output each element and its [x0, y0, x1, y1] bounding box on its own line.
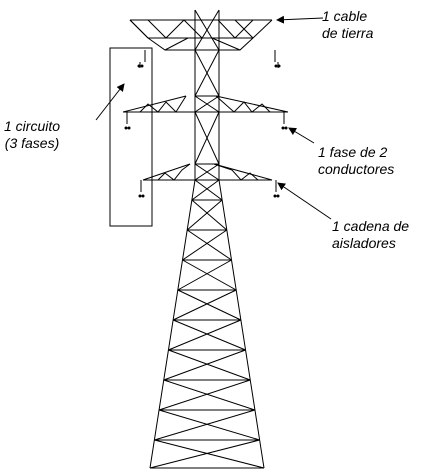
ground-cable-arrow [276, 15, 324, 24]
insulator-arrow [277, 182, 332, 220]
lower-cross-arm [142, 163, 273, 181]
insulator-chains [126, 50, 285, 192]
phase-label: 1 fase de 2 conductores [318, 144, 395, 177]
phase-arrow [288, 127, 315, 144]
circuit-label: 1 circuito (3 fases) [4, 118, 61, 151]
upper-cross-arm [122, 95, 289, 113]
circuit-bracket [109, 47, 153, 227]
ground-cable-label: 1 cable de tierra [322, 8, 374, 41]
conductor-dots [124, 64, 288, 198]
circuit-arrow [95, 83, 125, 121]
tower-body [149, 9, 265, 469]
insulator-chain-label: 1 cadena de aisladores [332, 218, 410, 251]
ground-wire-arm [129, 19, 273, 51]
